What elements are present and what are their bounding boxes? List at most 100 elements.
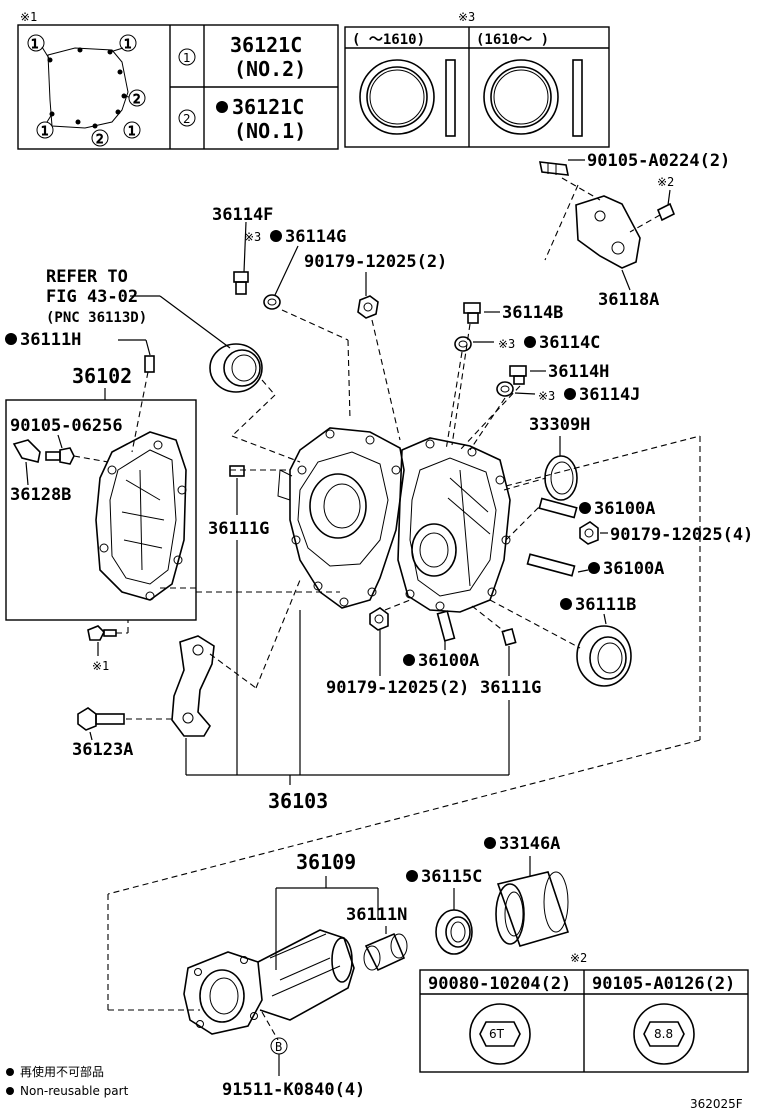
rear-cover-36102-part (95, 431, 187, 601)
label-36114G: 36114G (285, 227, 346, 247)
legend-dot-icon (6, 1068, 14, 1076)
label-36100A-c: 36100A (418, 651, 479, 671)
bracket-36123A-part (171, 635, 215, 737)
pin-36111H-part (144, 355, 155, 373)
note-mark-1: ※1 (20, 10, 37, 24)
label-36114J: 36114J (579, 385, 640, 405)
label-36111N: 36111N (346, 905, 407, 925)
legend-en: Non-reusable part (20, 1084, 129, 1098)
legend-jp: 再使用不可部品 (20, 1064, 104, 1079)
oil-seal-refer-part (209, 343, 263, 393)
mark3-c: ※3 (538, 389, 555, 403)
label-36115C: 36115C (421, 867, 482, 887)
legend-dot-icon (6, 1087, 14, 1095)
refer-to-text: REFER TO (46, 267, 128, 287)
bolt-head-6t-icon (469, 1003, 531, 1065)
nonreusable-dot-icon (588, 562, 600, 574)
plug-36114B-part (463, 302, 481, 324)
nonreusable-dot-icon (5, 333, 17, 345)
cover-assembly-box (5, 371, 197, 621)
label-36114C: 36114C (539, 333, 600, 353)
label-36111G-b: 36111G (480, 678, 541, 698)
label-33309H: 33309H (529, 415, 590, 435)
oil-seal-36111B-part (576, 625, 632, 687)
label-36114F: 36114F (212, 205, 273, 225)
svg-text:2: 2 (133, 92, 141, 106)
note-mark-3: ※3 (458, 10, 475, 24)
label-36100A-b: 36100A (603, 559, 664, 579)
nonreusable-dot-icon (484, 837, 496, 849)
mark1-b: ※1 (92, 659, 109, 673)
pnc-text: (PNC 36113D) (46, 310, 147, 326)
oil-seal-36115C-part (435, 909, 473, 955)
row1-sub: (NO.2) (234, 57, 306, 81)
mark3-b: ※3 (498, 337, 515, 351)
label-90105-A0224: 90105-A0224(2) (587, 151, 730, 171)
label-90105-06256: 90105-06256 (10, 416, 123, 436)
gasket-36114G-part (263, 294, 281, 310)
variant-col1-header: ( ～1610) (352, 32, 425, 48)
label-36114H: 36114H (548, 362, 609, 382)
nut-90179-upper-part (357, 295, 379, 319)
stud-36100A-b-part (526, 553, 576, 577)
nut-90179-12025-4-part (579, 521, 599, 545)
gasket-location-table: 1 1 2 1 2 1 1 2 36121C (NO.2) 36121C (NO… (17, 24, 339, 150)
bushing-36111N-part (363, 932, 408, 972)
nonreusable-dot-icon (564, 388, 576, 400)
row-key-2: 2 (183, 112, 191, 126)
label-91511-K0840: 91511-K0840(4) (222, 1080, 365, 1100)
extension-housing-36109-part (183, 929, 355, 1035)
dowel-pin-36111G-a-part (229, 465, 245, 477)
plug-36114H-part (509, 365, 527, 385)
label-36111H: 36111H (20, 330, 81, 350)
note-mark-2: ※2 (570, 951, 587, 965)
gasket-36114J-part (496, 381, 514, 397)
stud-36100A-c-part (436, 610, 456, 642)
label-36109: 36109 (296, 850, 356, 874)
label-36118A: 36118A (598, 290, 659, 310)
label-36102: 36102 (72, 364, 132, 388)
variant-col2-header: (1610～ ) (476, 32, 549, 48)
bolt-col1-part: 90080-10204(2) (428, 974, 571, 994)
bolt-mark1-part (87, 625, 117, 641)
label-36114B: 36114B (502, 303, 563, 323)
bolt-col2-icon-text: 8.8 (654, 1027, 673, 1041)
label-36128B: 36128B (10, 485, 71, 505)
nonreusable-dot-icon (579, 502, 591, 514)
label-90179-12025-2a: 90179-12025(2) (304, 252, 447, 272)
row2-sub: (NO.1) (234, 119, 306, 143)
bolt-36123A-part (77, 707, 125, 731)
transfer-case-housing-36103-part (277, 427, 511, 613)
label-90179-12025-4: 90179-12025(4) (610, 525, 753, 545)
label-90179-12025-2b: 90179-12025(2) (326, 678, 469, 698)
svg-text:1: 1 (124, 37, 132, 51)
nonreusable-dot-icon (560, 598, 572, 610)
bolt-head-8-8-icon (633, 1003, 695, 1065)
oil-seal-variant-table: ( ～1610) (1610～ ) (344, 26, 610, 148)
cover-outline-icon (47, 47, 129, 129)
seal-variant-1-icon (359, 59, 456, 137)
mark2-top: ※2 (657, 175, 674, 189)
nonreusable-dot-icon (270, 230, 282, 242)
bracket-36128B-part (12, 439, 41, 463)
oring-33309H-part (544, 455, 578, 501)
nut-90179-lower-part (369, 607, 389, 631)
nonreusable-dot-icon (216, 101, 228, 113)
figure-id: 362025F (690, 1097, 743, 1111)
gasket-36114C-part (454, 336, 472, 352)
svg-text:2: 2 (96, 132, 104, 146)
row1-part: 36121C (230, 33, 302, 57)
svg-text:1: 1 (31, 37, 39, 51)
bolt-col1-icon-text: 6T (489, 1027, 505, 1041)
label-36111G-a: 36111G (208, 519, 269, 539)
bracket-36118A-part (539, 161, 676, 269)
label-36103: 36103 (268, 789, 328, 813)
label-33146A: 33146A (499, 834, 560, 854)
b-marker-text: B (275, 1040, 282, 1054)
bolt-col2-part: 90105-A0126(2) (592, 974, 735, 994)
seal-variant-2-icon (483, 59, 583, 137)
stud-36100A-a-part (538, 497, 578, 519)
label-36100A-a: 36100A (594, 499, 655, 519)
svg-text:1: 1 (41, 124, 49, 138)
